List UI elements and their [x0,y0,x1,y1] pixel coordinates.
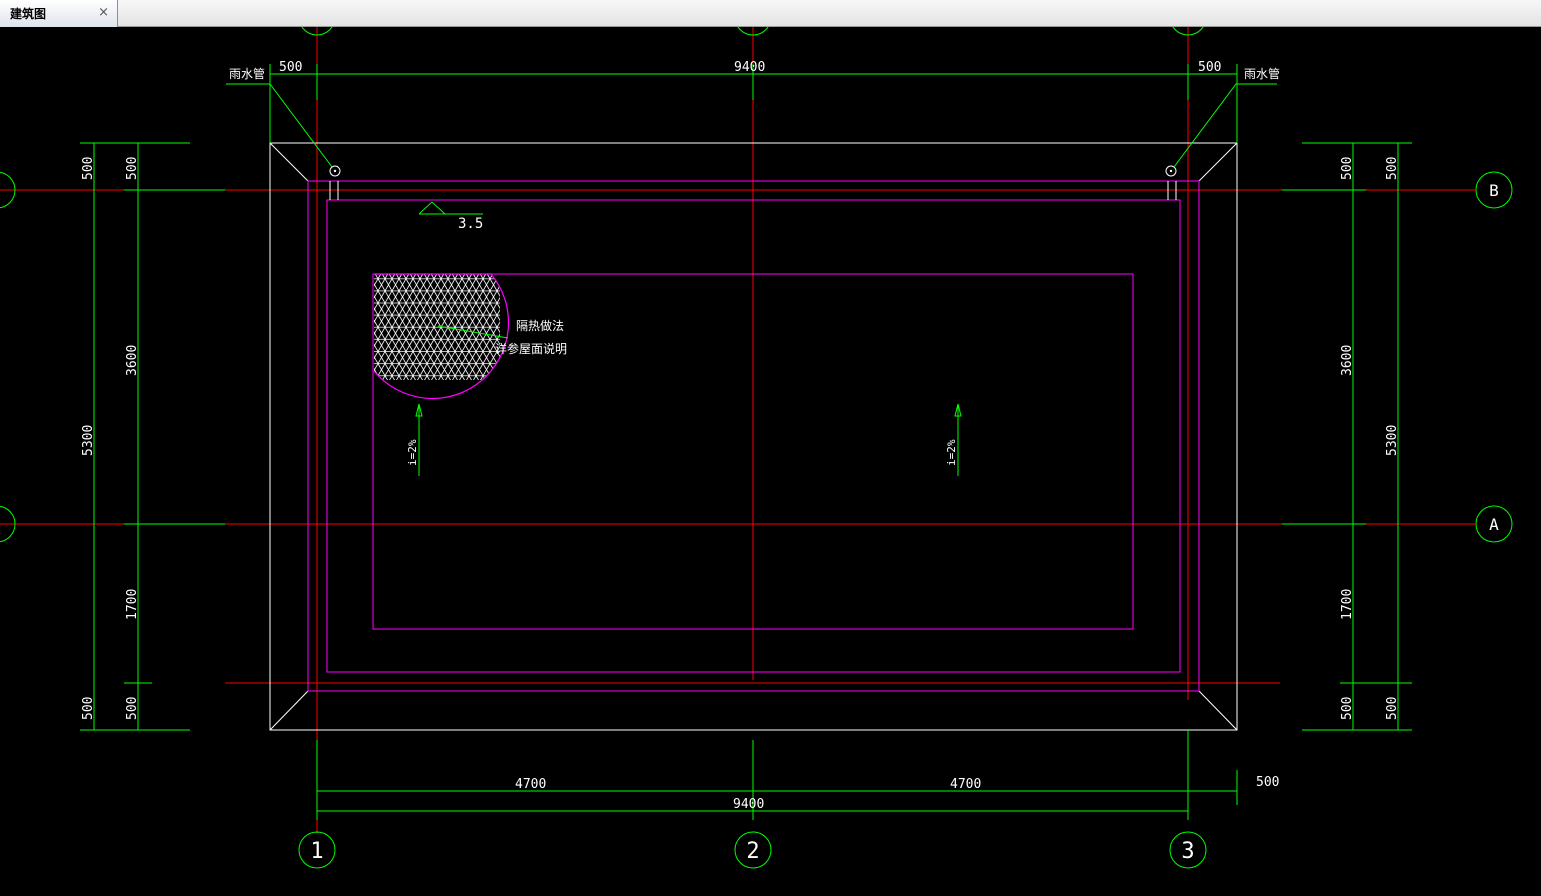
grid-bubble-a-left [0,505,16,543]
downpipe-right-leader [1173,83,1277,168]
dim-right-top: 500 [1340,157,1355,180]
slope-arrows [415,403,962,476]
dim-left-total: 5300 [81,425,96,456]
downpipe-right-symbol [1165,165,1177,177]
dim-top-left: 500 [279,60,302,75]
downpipe-right-dot [1169,169,1173,173]
dim-left-top: 500 [81,157,96,180]
dim-right-mid-top: 3600 [1340,345,1355,376]
downpipe-left-leader [226,83,333,168]
grid-bubble-2 [734,831,772,869]
dim-left-mid-bottom: 1700 [125,589,140,620]
close-icon[interactable]: × [98,5,109,20]
grid-label-1: 1 [310,839,323,864]
dim-left-bottom-inner: 500 [125,697,140,720]
dim-top-span: 9400 [734,60,765,75]
dim-left-mid-top-0: 500 [125,157,140,180]
hip-line [269,690,309,731]
insulation-leader [437,325,509,339]
insulation-note-line2: 详参屋面说明 [495,341,567,356]
arrow-up-icon [415,403,423,417]
dim-left-bottom: 500 [81,697,96,720]
grid-bubble-top-1 [301,27,333,36]
dim-right-mid-bottom: 1700 [1340,589,1355,620]
document-tab-bar: 建筑图 × [0,0,1541,27]
grid-bubble-top-3 [1172,27,1204,36]
downpipe-left-dot [333,169,337,173]
hip-line [269,142,309,182]
hatch-fill [374,274,500,380]
insulation-hatch [373,273,510,400]
grid-label-b: B [1489,181,1499,200]
dim-bottom-left: 4700 [515,777,546,792]
dim-right-bottom: 500 [1340,697,1355,720]
arrow-up-icon [954,403,962,417]
parapet-outer [307,180,1200,692]
hip-line [1198,690,1238,731]
grid-label-a: A [1489,515,1499,534]
dim-bottom-ext: 500 [1256,775,1279,790]
dim-top-right: 500 [1198,60,1221,75]
left-dimension-lines [80,142,225,731]
dim-right-top-outer: 500 [1385,157,1400,180]
hip-line [1198,142,1238,182]
grid-label-3: 3 [1181,839,1194,864]
right-dimension-lines [1282,142,1412,731]
parapet-walls [307,180,1200,692]
downpipe-left-symbol [329,165,341,177]
downpipe-right-label: 雨水管 [1244,66,1280,81]
elevation-triangle-icon [418,201,483,215]
grid-bubbles [0,27,1513,869]
downpipe-left-label: 雨水管 [229,66,265,81]
insulation-note-line1: 隔热做法 [516,318,564,333]
roof-edge [269,142,1238,731]
elevation-mark [418,201,483,215]
grid-bubble-b-left [0,171,16,209]
dim-bottom-total: 9400 [733,797,764,812]
grid-label-2: 2 [746,839,759,864]
cad-drawing-canvas[interactable]: 雨水管 雨水管 3.5 隔热做法 详参屋面说明 i=2% i=2% 500 94… [0,27,1541,896]
tab-building-drawing[interactable]: 建筑图 × [0,0,118,27]
bottom-dimension-lines [316,730,1238,820]
grid-bubble-b [1475,171,1513,209]
hatch-boundary [373,273,510,400]
dim-bottom-right: 4700 [950,777,981,792]
roof-inner-area [372,273,1134,630]
dim-right-total: 5300 [1385,425,1400,456]
elevation-value: 3.5 [458,216,483,232]
grid-bubble-3 [1169,831,1207,869]
downpipes [226,83,1277,200]
dim-left-mid-top: 3600 [125,345,140,376]
roof-outline [269,142,1238,731]
grid-bubble-top-2 [737,27,769,36]
dim-right-bottom-outer: 500 [1385,697,1400,720]
grid-bubble-a [1475,505,1513,543]
slope-label-left: i=2% [406,439,419,466]
axis-lines [0,27,1475,833]
tab-label: 建筑图 [10,7,47,21]
slope-label-right: i=2% [945,439,958,466]
top-dimension-line [269,64,1238,143]
parapet-inner [326,199,1181,673]
